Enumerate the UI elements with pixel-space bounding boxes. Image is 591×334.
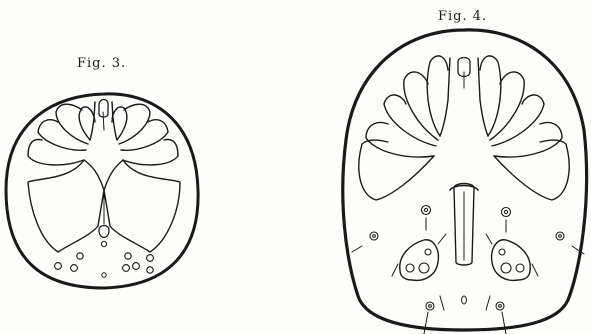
fig3-left-lobe-4	[28, 140, 84, 165]
fig3-pore	[147, 255, 154, 262]
fig4-seta	[424, 312, 428, 334]
fig4-left-lobe-1	[427, 56, 448, 136]
fig4-right-big-lobe	[494, 140, 569, 200]
fig4-pore	[429, 305, 432, 308]
fig4-pore	[499, 249, 505, 255]
fig3-pore	[102, 273, 106, 277]
fig3-pore	[133, 263, 140, 270]
fig4-right-cluster	[492, 240, 531, 281]
figure-3-drawing	[0, 0, 220, 334]
fig4-left-cluster	[400, 240, 439, 281]
fig4-seta	[486, 296, 490, 310]
fig4-seta	[502, 312, 506, 334]
fig4-anal-pore	[462, 296, 467, 304]
fig3-pore	[77, 253, 83, 259]
fig4-pore	[502, 208, 511, 217]
fig3-pore	[125, 253, 131, 259]
fig3-left-lobe-2	[56, 104, 88, 144]
fig4-pore	[504, 210, 507, 213]
fig4-pore	[501, 263, 511, 273]
fig3-right-lobe-2	[119, 104, 150, 144]
fig4-seta	[392, 264, 398, 276]
fig4-pore	[406, 264, 414, 272]
fig4-body-outline	[343, 30, 587, 330]
fig4-seta	[486, 234, 492, 244]
fig4-seta	[352, 246, 362, 252]
fig4-pore	[556, 232, 564, 240]
fig3-pore	[71, 265, 78, 272]
fig4-left-big-lobe	[359, 140, 434, 200]
fig4-seta	[440, 296, 444, 310]
figure-4-drawing	[340, 0, 591, 334]
fig4-pore	[426, 302, 434, 310]
fig3-right-lobe-3	[121, 120, 168, 151]
fig4-right-lobe-1	[480, 56, 501, 136]
fig3-pore	[123, 265, 130, 272]
fig4-pore	[496, 302, 504, 310]
fig3-right-lobe-4	[123, 140, 178, 165]
fig4-pore	[373, 235, 376, 238]
fig4-pore	[419, 263, 429, 273]
figure-3: Fig. 3.	[0, 0, 220, 334]
fig4-pore	[424, 208, 427, 211]
fig4-seta	[438, 234, 446, 244]
fig4-seta	[532, 264, 538, 276]
fig3-pore	[147, 267, 153, 273]
fig3-pore	[55, 263, 62, 270]
fig3-median-notch	[99, 226, 109, 238]
figure-4: Fig. 4.	[340, 0, 591, 334]
fig4-pore	[559, 235, 562, 238]
fig3-body-outline	[6, 94, 198, 288]
fig3-stalk-line	[103, 112, 104, 130]
fig4-pore	[425, 249, 431, 255]
fig4-left-lobe-2	[404, 72, 438, 140]
fig4-pore	[516, 264, 524, 272]
fig4-pore	[370, 232, 378, 240]
fig3-left-lobe-3	[38, 120, 86, 151]
fig4-pore	[499, 305, 502, 308]
fig3-pore	[101, 241, 106, 246]
fig4-central-stalk	[440, 58, 488, 136]
fig4-right-lobe-2	[490, 72, 524, 140]
fig4-pore	[422, 206, 431, 215]
